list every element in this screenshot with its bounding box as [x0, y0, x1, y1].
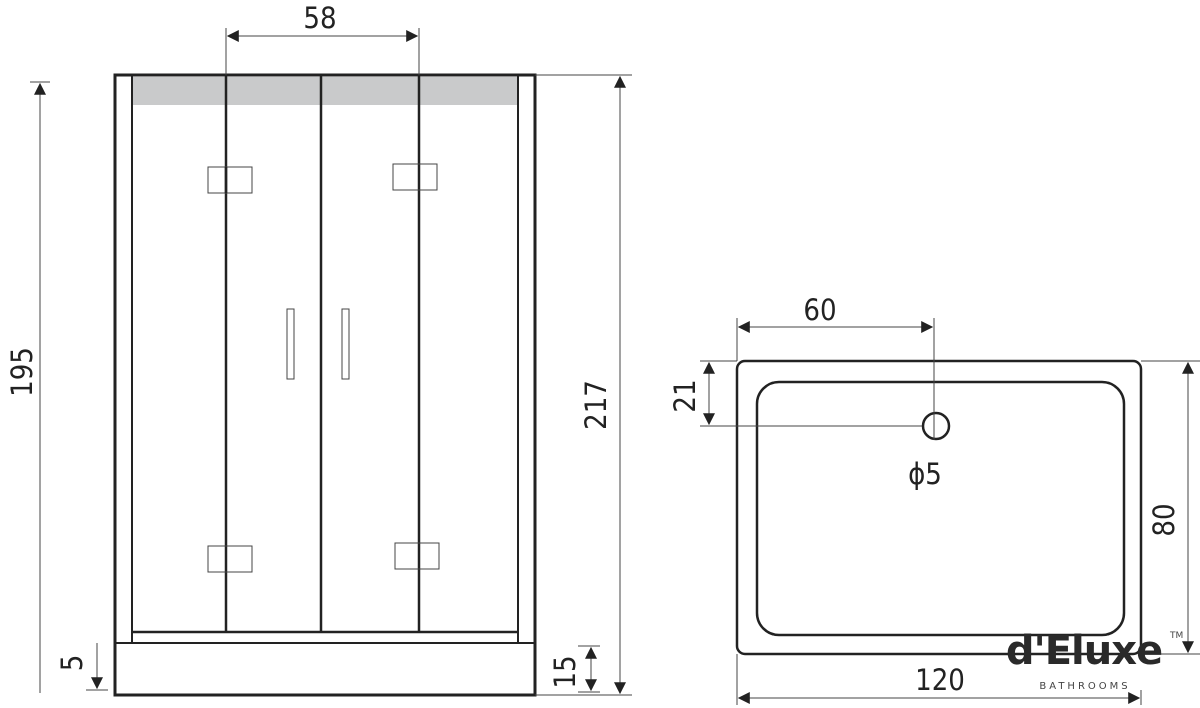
dim-door-width: 58 [303, 1, 336, 35]
hinge-bottom-left [207, 545, 253, 573]
front-view: 58 195 217 5 15 [5, 1, 632, 697]
cabin-outer-frame [113, 73, 537, 697]
top-header-band [133, 77, 517, 105]
drain-hole [921, 411, 951, 441]
hinge-top-left [207, 166, 253, 194]
dim-drain-offset-x: 60 [803, 293, 836, 327]
dim-tray-depth: 80 [1147, 503, 1181, 536]
hinge-top-right [392, 163, 438, 191]
brand-tagline: BATHROOMS [1039, 681, 1130, 692]
dim-base-height: 5 [55, 655, 89, 672]
door-handle-left [286, 308, 295, 380]
door-handle-right [341, 308, 350, 380]
dim-total-height: 217 [579, 380, 613, 430]
brand-name: d'Eluxe [1006, 628, 1162, 674]
tray-inner-basin [755, 380, 1126, 637]
hinge-bottom-right [394, 542, 440, 570]
dim-drain-offset-y: 21 [668, 379, 702, 412]
brand-logo: d'Eluxe TM BATHROOMS [1006, 628, 1183, 692]
tray-top-view: ϕ5 60 21 80 120 [668, 293, 1200, 705]
dim-tray-width: 120 [915, 663, 965, 697]
dim-cabin-height: 195 [5, 347, 39, 397]
brand-trademark: TM [1169, 631, 1183, 641]
dim-tray-height: 15 [548, 655, 582, 688]
drain-diameter: ϕ5 [908, 457, 942, 491]
tray-outer [735, 359, 1143, 656]
